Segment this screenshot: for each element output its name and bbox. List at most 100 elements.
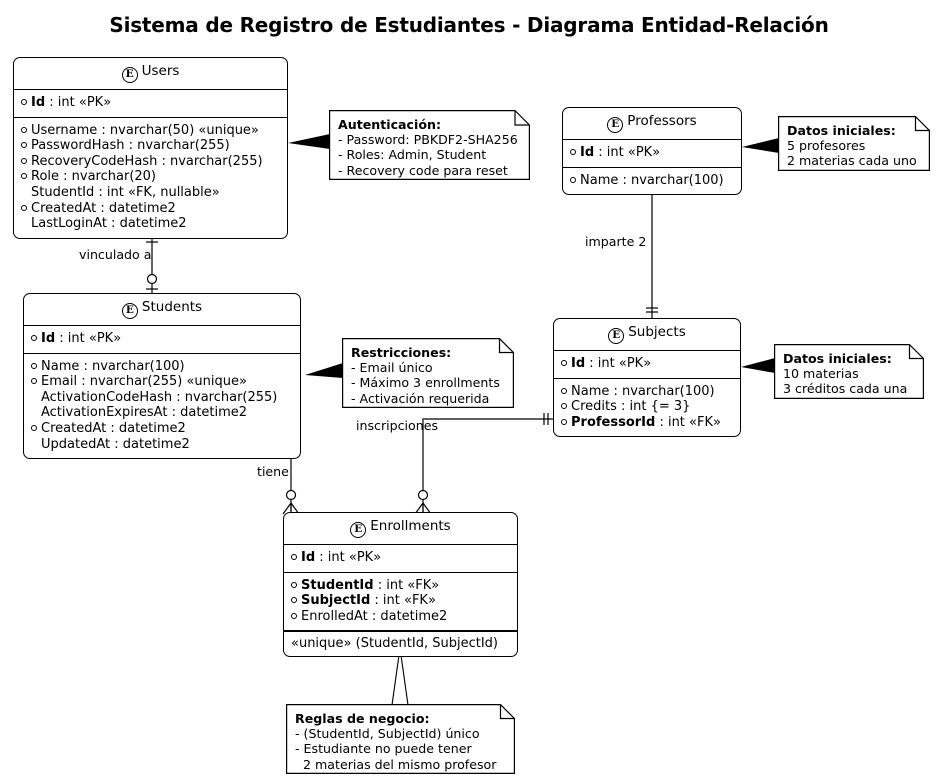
page-title: Sistema de Registro de Estudiantes - Dia… — [109, 13, 829, 37]
attribute-row: Name : nvarchar(100) — [554, 384, 740, 400]
attribute-name: StudentId — [301, 577, 374, 593]
entity-subjects-keys: Id : int «PK» — [554, 351, 740, 379]
attribute-type: : nvarchar(100) — [79, 358, 185, 374]
attribute-bullet-icon — [291, 612, 297, 619]
edge-label-vinculado-a: vinculado a — [79, 247, 152, 262]
attribute-bullet-icon — [21, 142, 27, 149]
note-restricciones-body: Restricciones: - Email único - Máximo 3 … — [342, 338, 514, 413]
attribute-bullet-icon — [561, 360, 567, 366]
entity-professors-attributes: Name : nvarchar(100) — [563, 168, 741, 195]
attribute-type: : int «FK» — [370, 593, 436, 609]
attribute-name: ActivationExpiresAt — [41, 405, 168, 421]
anchor-subjects-seed-note — [741, 358, 775, 373]
attribute-name: Id — [31, 95, 46, 110]
entity-marker-icon: E — [121, 67, 138, 83]
note-shape — [778, 116, 930, 171]
attribute-name: PasswordHash — [31, 138, 125, 154]
entity-professors-keys: Id : int «PK» — [563, 140, 741, 168]
note-line: - Roles: Admin, Student — [338, 147, 487, 163]
attribute-name: SubjectId — [301, 593, 371, 609]
anchor-auth-note — [288, 134, 330, 149]
entity-marker-icon: E — [608, 328, 625, 344]
note-restricciones: Restricciones: - Email único - Máximo 3 … — [342, 338, 514, 408]
note-line: 2 materias cada uno — [787, 153, 917, 169]
note-title: Datos iniciales: — [783, 351, 892, 366]
attribute-type: : datetime2 — [367, 608, 448, 624]
note-title: Reglas de negocio: — [295, 711, 430, 726]
entity-professors-name: Professors — [627, 113, 697, 129]
entity-users-keys: Id : int «PK» — [14, 90, 287, 118]
attribute-bullet-icon — [21, 99, 27, 105]
attribute-row: CreatedAt : datetime2 — [24, 421, 300, 437]
entity-students-name: Students — [141, 299, 203, 315]
attribute-type: : nvarchar(100) — [609, 383, 715, 399]
entity-marker-icon: E — [350, 522, 367, 538]
attribute-bullet-icon — [291, 554, 297, 560]
note-reglas-de-negocio: Reglas de negocio: - (StudentId, Subject… — [286, 704, 515, 774]
attribute-bullet-icon — [31, 362, 37, 369]
entity-subjects-attributes: Name : nvarchar(100) Credits : int {= 3}… — [554, 379, 740, 437]
attribute-row: Name : nvarchar(100) — [24, 359, 300, 375]
attribute-type: : datetime2 — [96, 200, 176, 216]
attribute-bullet-icon — [21, 173, 27, 180]
note-autenticacion: Autenticación: - Password: PBKDF2-SHA256… — [329, 110, 530, 180]
note-line: - Activación requerida — [351, 390, 490, 406]
attribute-row: Role : nvarchar(20) — [14, 169, 287, 185]
note-line: - Estudiante no puede tener — [295, 741, 472, 757]
note-title: Restricciones: — [351, 345, 452, 360]
entity-enrollments-attributes: StudentId : int «FK» SubjectId : int «FK… — [284, 573, 517, 632]
attribute-name: Email — [41, 374, 78, 390]
note-datos-iniciales-profesores: Datos iniciales: 5 profesores 2 materias… — [778, 116, 930, 171]
entity-marker-icon: E — [121, 303, 138, 319]
attribute-bullet-icon — [21, 126, 27, 133]
anchor-constraints-note — [305, 363, 343, 378]
attribute-name: CreatedAt — [31, 200, 97, 216]
attribute-type: : nvarchar(50) «unique» — [97, 122, 259, 138]
note-line: 3 créditos cada una — [783, 381, 908, 397]
attribute-type: : int «FK» — [373, 577, 440, 593]
attribute-name: Credits — [571, 399, 617, 415]
attribute-type: : nvarchar(255) «unique» — [77, 374, 247, 390]
note-line: 2 materias del mismo profesor — [295, 756, 497, 772]
attribute-type: : datetime2 — [106, 216, 187, 232]
note-line: 5 profesores — [787, 138, 866, 154]
entity-enrollments-constraint: «unique» (StudentId, SubjectId) — [284, 631, 517, 656]
note-title: Datos iniciales: — [787, 123, 896, 138]
attribute-name: Name — [571, 383, 610, 399]
edge-label-imparte-2: imparte 2 — [585, 234, 647, 249]
note-line: - Email único — [351, 360, 433, 376]
attribute-name: Id — [571, 356, 586, 371]
attribute-bullet-icon — [21, 157, 27, 164]
edge-label-tiene: tiene — [257, 464, 289, 479]
note-shape — [329, 110, 530, 180]
attribute-type: : int «FK» — [655, 414, 721, 430]
attribute-name: CreatedAt — [41, 420, 107, 436]
attribute-row: EnrolledAt : datetime2 — [284, 609, 517, 625]
note-line: - Recovery code para reset — [338, 162, 508, 178]
attribute-type: : datetime2 — [106, 420, 186, 436]
attribute-type: : datetime2 — [110, 436, 190, 452]
entity-users-name: Users — [141, 63, 180, 79]
attribute-row: LastLoginAt : datetime2 — [14, 216, 287, 232]
attribute-row: Name : nvarchar(100) — [563, 173, 741, 189]
attribute-type: : int «PK» — [585, 356, 652, 371]
attribute-name: Role — [31, 169, 60, 185]
attribute-type: : nvarchar(100) — [618, 172, 724, 188]
entity-marker-icon: E — [607, 117, 624, 133]
attribute-row: Id : int «PK» — [563, 145, 741, 161]
attribute-row: Id : int «PK» — [24, 331, 300, 347]
attribute-name: Id — [301, 550, 316, 565]
attribute-name: RecoveryCodeHash — [31, 153, 158, 169]
attribute-name: EnrolledAt — [301, 608, 368, 624]
entity-subjects-name: Subjects — [628, 324, 686, 340]
attribute-row: Id : int «PK» — [554, 356, 740, 372]
attribute-row: ActivationExpiresAt : datetime2 — [24, 405, 300, 421]
